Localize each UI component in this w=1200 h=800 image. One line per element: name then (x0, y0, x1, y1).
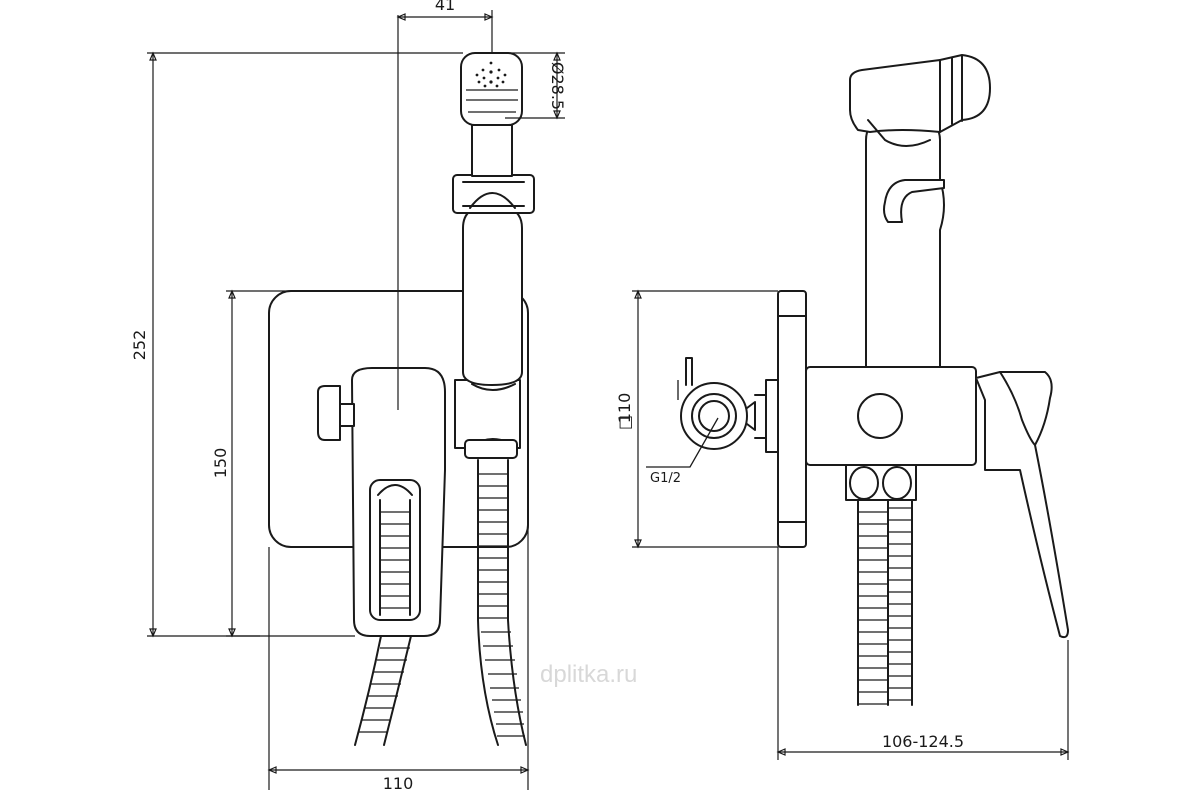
thread-label: G1/2 (650, 471, 681, 486)
dim-depth-range: 106-124.5 (776, 547, 1070, 760)
dim-nozzle-offset: 41 (396, 0, 494, 52)
side-mixer-body (805, 366, 977, 466)
side-nozzle-head (849, 59, 941, 133)
right-hose (477, 459, 527, 746)
side-shower-handle (865, 119, 945, 368)
side-wall-plate (777, 290, 807, 548)
dim-nozzle-offset-label: 41 (435, 0, 455, 14)
dim-plate-height-label: 150 (211, 448, 230, 479)
dim-nozzle-diameter-label: Ø28.5 (548, 62, 567, 110)
dim-total-height: 252 (130, 51, 463, 638)
side-lever (975, 371, 1069, 639)
front-view: 41 Ø28.5 252 150 110 (130, 0, 567, 793)
shower-handle-body (462, 204, 523, 386)
side-hose-nut (845, 464, 917, 501)
lever-hose-segment (379, 499, 411, 616)
dim-side-plate-symbol: □ (615, 415, 634, 430)
nozzle-spray-holes (475, 61, 507, 88)
dim-total-height-label: 252 (130, 330, 149, 361)
dim-side-plate-label: 110 (615, 393, 634, 424)
diverter-knob (317, 385, 341, 441)
dim-side-plate: □ 110 (615, 289, 778, 549)
side-body-port (857, 393, 903, 439)
dim-plate-width: 110 (267, 470, 530, 793)
left-hose (354, 635, 412, 746)
side-hoses (857, 499, 913, 706)
g12-connector-outer (680, 382, 748, 450)
watermark: dplitka.ru (540, 661, 637, 688)
side-view: G1/2 □ 110 (615, 54, 1070, 760)
dim-nozzle-diameter: Ø28.5 (505, 51, 567, 120)
shower-nozzle-head (460, 52, 523, 126)
dim-plate-width-label: 110 (383, 774, 414, 793)
dim-plate-height: 150 (211, 289, 290, 638)
dim-depth-range-label: 106-124.5 (882, 732, 964, 751)
side-trigger (883, 179, 945, 223)
